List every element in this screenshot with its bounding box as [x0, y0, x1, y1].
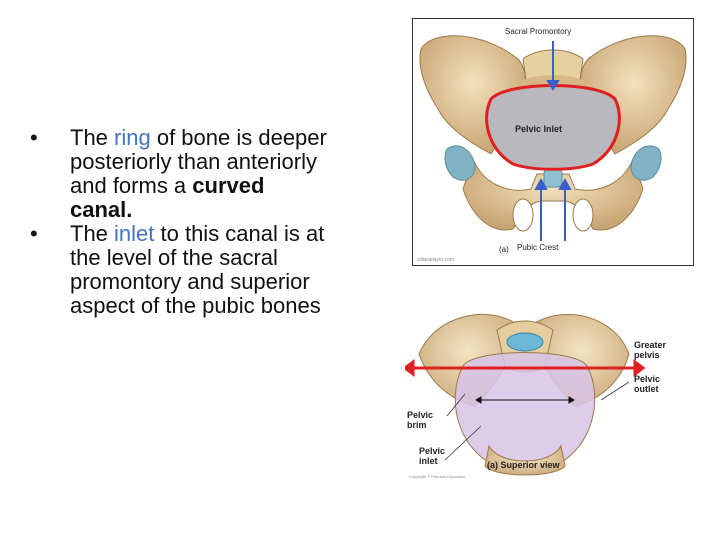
right-acetabulum: [630, 145, 662, 181]
pelvic-inlet-label-1: Pelvic: [419, 446, 445, 456]
left-acetabulum: [444, 145, 476, 181]
pelvic-outlet-label-2: outlet: [634, 384, 659, 394]
pelvic-brim-label-1: Pelvic: [407, 410, 433, 420]
sacral-promontory-arrow: [546, 41, 560, 91]
pubic-crest-arrows: [534, 177, 572, 241]
figure-credit: slidesplayer.com: [417, 257, 454, 263]
pelvic-outlet-line: [475, 396, 575, 404]
bullet-2-highlight: inlet: [114, 221, 155, 246]
pubic-region: [462, 157, 644, 231]
bullet-1-highlight: ring: [114, 125, 151, 150]
pelvis-superior-illustration: Greater pelvis Pelvic outlet Pelvic brim…: [402, 313, 667, 479]
greater-pelvis-label-1: Greater: [634, 340, 667, 350]
pelvic-inlet-outline: [485, 84, 621, 171]
bullet-2-text: to this canal is at the level of the sac…: [70, 221, 325, 318]
bullet-1-pre: The: [70, 125, 115, 150]
pelvic-inlet-label: Pelvic Inlet: [515, 124, 562, 134]
pelvic-brim-label-2: brim: [407, 420, 427, 430]
sacral-disc: [506, 332, 544, 352]
pelvic-inlet-label-2: inlet: [419, 456, 438, 466]
bullet-item-2: • The inlet to this canal is at the level…: [30, 222, 330, 318]
bullet-1-bold: curved canal.: [70, 173, 265, 222]
bullet-2-pre: The: [70, 221, 115, 246]
greater-pelvis-line: [402, 359, 646, 377]
pelvis-anterior-illustration: Sacral Promontory Pelvic Inlet (a) Pubic…: [417, 27, 687, 263]
pelvis-anterior-figure: Sacral Promontory Pelvic Inlet (a) Pubic…: [412, 18, 694, 266]
bullet-dot: •: [30, 125, 38, 150]
bullet-dot: •: [30, 221, 38, 246]
superior-view-caption: (a) Superior view: [487, 460, 561, 470]
figure-credit-bottom: Copyright © Pearson Education: [409, 474, 465, 479]
pelvic-outlet-label-1: Pelvic: [634, 374, 660, 384]
pelvis-superior-figure: Greater pelvis Pelvic outlet Pelvic brim…: [402, 296, 671, 480]
bullet-1-text: of bone is deeper posteriorly than anter…: [70, 125, 327, 198]
pubic-crest-label: Pubic Crest: [517, 243, 559, 252]
bullet-item-1: • The ring of bone is deeper posteriorly …: [30, 126, 330, 222]
bullet-list: • The ring of bone is deeper posteriorly …: [30, 126, 330, 318]
panel-tag-a: (a): [499, 245, 509, 254]
sacral-promontory-label: Sacral Promontory: [505, 27, 571, 36]
pelvic-cavity: [454, 352, 596, 467]
greater-pelvis-label-2: pelvis: [634, 350, 660, 360]
